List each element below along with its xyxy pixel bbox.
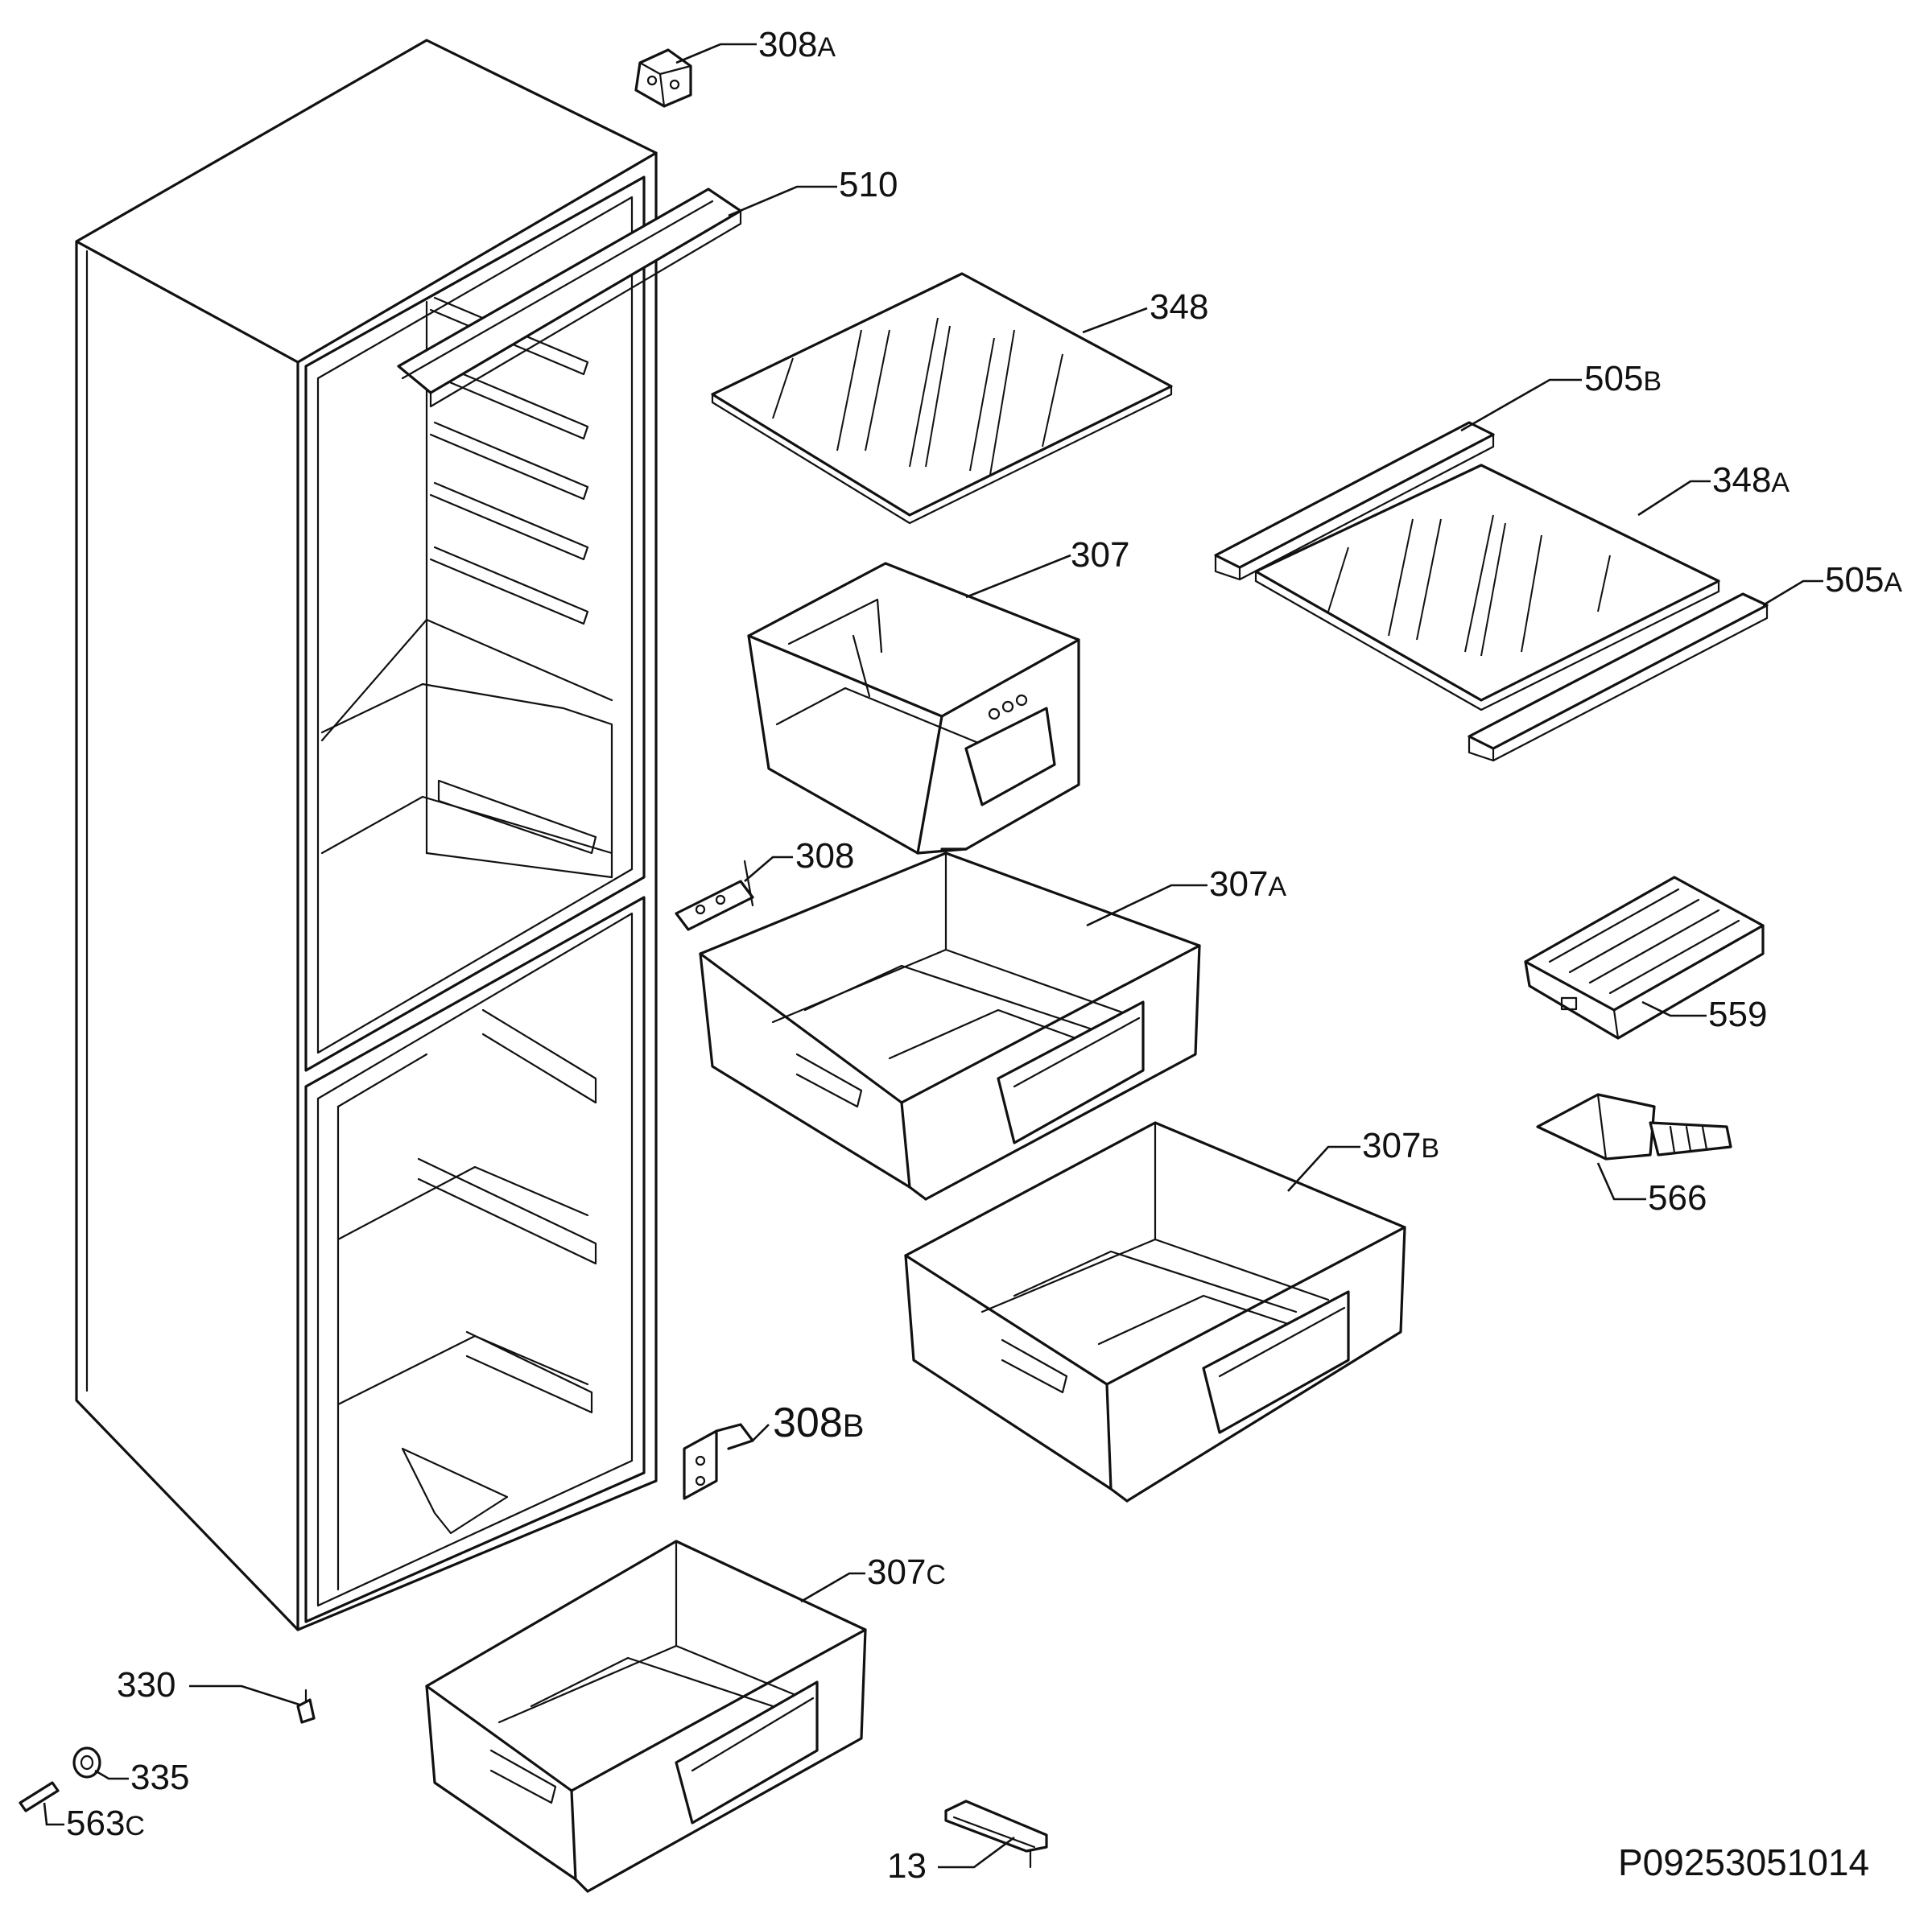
part-308-middle-hinge	[675, 860, 754, 931]
label-307c: 307C	[867, 1552, 946, 1592]
label-505b: 505B	[1584, 359, 1662, 398]
part-307b-drawer	[904, 1121, 1406, 1503]
part-510-door-handle	[397, 188, 742, 408]
part-308a-top-hinge	[634, 48, 692, 108]
label-308: 308	[795, 836, 854, 876]
part-330-screw	[296, 1689, 316, 1724]
label-348: 348	[1150, 287, 1208, 327]
part-505a-shelf-trim	[1468, 592, 1769, 762]
part-505b-shelf-trim	[1214, 421, 1495, 581]
leader-lines	[43, 43, 1823, 1869]
label-307b: 307B	[1362, 1126, 1439, 1165]
diagram-code: P09253051014	[1618, 1841, 1869, 1883]
part-348a-glass-shelf	[1254, 464, 1720, 711]
part-566-ice-scoop	[1536, 1093, 1732, 1161]
label-330: 330	[117, 1665, 175, 1705]
label-308a: 308A	[758, 25, 836, 64]
label-505a: 505A	[1825, 560, 1902, 600]
label-566: 566	[1648, 1178, 1707, 1218]
part-307a-drawer	[699, 851, 1201, 1201]
part-number-labels: 308A 510 348 505B 348A 307 505A 308 307A…	[66, 25, 1902, 1886]
part-308b-bottom-hinge	[683, 1423, 754, 1500]
part-559-tray	[1524, 876, 1765, 1040]
label-307: 307	[1071, 535, 1129, 575]
part-13-bracket	[944, 1800, 1048, 1869]
part-563c-pin	[19, 1781, 60, 1812]
part-348-glass-shelf	[711, 272, 1173, 525]
label-348a: 348A	[1712, 460, 1790, 500]
part-335-foot	[72, 1746, 101, 1779]
label-335: 335	[130, 1758, 189, 1797]
fridge-cabinet	[75, 39, 658, 1631]
label-308b: 308B	[773, 1400, 864, 1446]
part-307-drawer	[747, 562, 1080, 855]
label-559: 559	[1708, 995, 1767, 1034]
label-510: 510	[839, 165, 898, 204]
label-307a: 307A	[1209, 864, 1286, 904]
label-13: 13	[887, 1846, 927, 1886]
label-563c: 563C	[66, 1804, 145, 1843]
part-307c-drawer	[425, 1540, 867, 1893]
